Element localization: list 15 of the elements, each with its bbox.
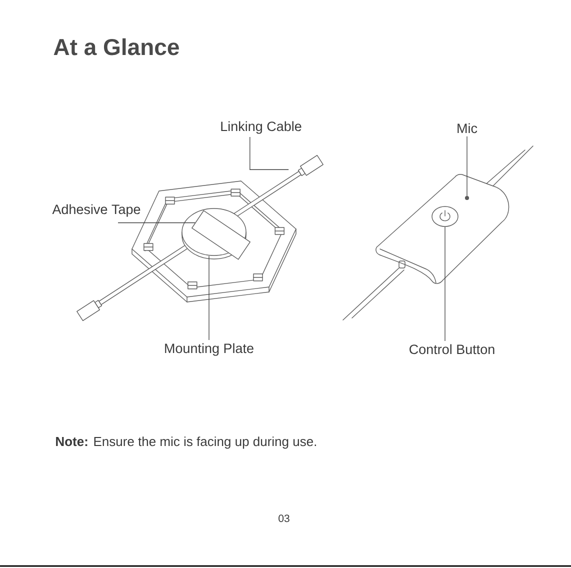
part-label: Linking Cable bbox=[221, 121, 302, 134]
mic-hole bbox=[464, 196, 470, 200]
part-label: Adhesive Tape bbox=[52, 204, 140, 217]
page-number: 03 bbox=[278, 514, 290, 522]
leader-line bbox=[118, 222, 196, 224]
control-button bbox=[432, 206, 458, 227]
leader-line bbox=[466, 136, 468, 196]
part-label: Mic bbox=[458, 123, 478, 134]
page-title: At a Glance bbox=[54, 38, 179, 56]
note-text: Note: Ensure the mic is facing up during use. bbox=[56, 436, 316, 449]
leader-line bbox=[444, 226, 446, 342]
leader-line bbox=[250, 136, 289, 170]
part-label: Mounting Plate bbox=[165, 343, 254, 356]
part-label: Control Button bbox=[410, 344, 494, 354]
leader-line bbox=[208, 256, 210, 340]
